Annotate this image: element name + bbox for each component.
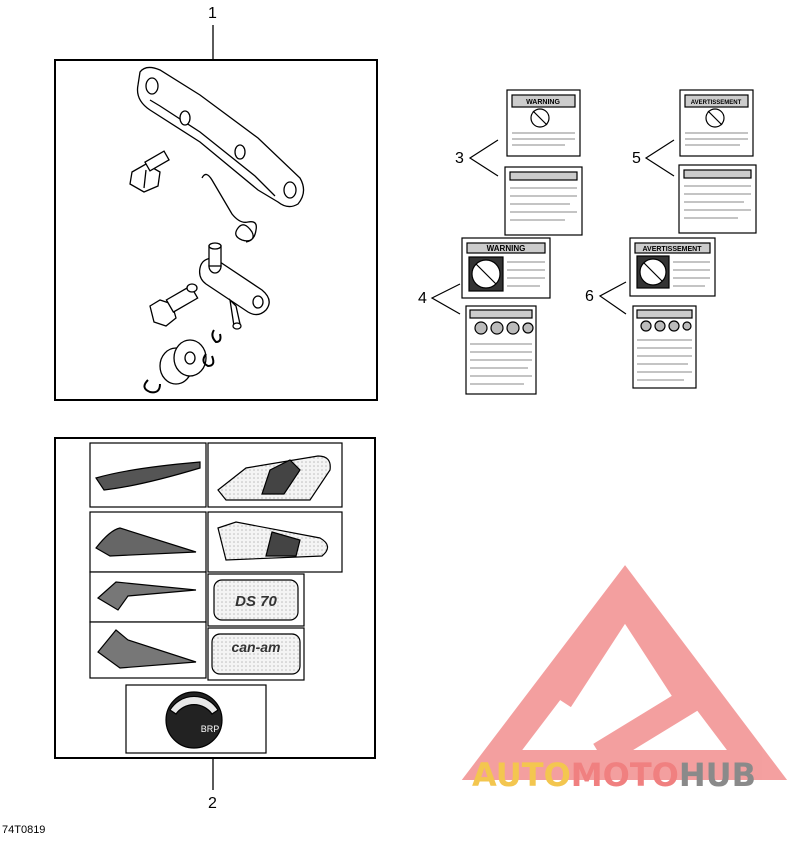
decal-chevron-1 <box>89 571 207 623</box>
kit-box-1 <box>54 59 378 401</box>
label-group-4 <box>461 237 551 395</box>
leader-3 <box>468 139 499 177</box>
bracket-assembly <box>129 66 305 394</box>
watermark-logo <box>461 565 788 780</box>
callout-4: 4 <box>418 290 427 307</box>
label-4-warning: WARNING <box>487 244 526 253</box>
callout-5: 5 <box>632 150 641 167</box>
callout-1: 1 <box>208 5 217 22</box>
figure-code: 74T0819 <box>2 824 46 836</box>
watermark-part-1: AUTO <box>472 756 571 794</box>
label-5-warning: AVERTISSEMENT <box>691 100 742 106</box>
kit-box-2 <box>54 437 376 759</box>
canam-text: can-am <box>231 639 280 655</box>
label-6-warning: AVERTISSEMENT <box>643 246 703 253</box>
watermark-text: AUTOMOTOHUB <box>472 756 756 794</box>
label-group-6 <box>629 237 716 389</box>
label-3-warning: WARNING <box>526 99 560 106</box>
watermark-part-2: MOTO <box>570 756 679 794</box>
label-group-3 <box>504 89 583 236</box>
ds-model-text: DS 70 <box>235 593 277 610</box>
watermark-part-3: HUB <box>678 756 757 794</box>
leader-4 <box>430 283 461 315</box>
callout-2: 2 <box>208 795 217 812</box>
leader-5 <box>644 139 675 177</box>
label-group-5 <box>678 89 757 234</box>
callout-6: 6 <box>585 288 594 305</box>
brp-text: BRP <box>201 724 220 734</box>
decal-group <box>89 442 343 754</box>
leader-6 <box>598 281 627 315</box>
callout-3: 3 <box>455 150 464 167</box>
